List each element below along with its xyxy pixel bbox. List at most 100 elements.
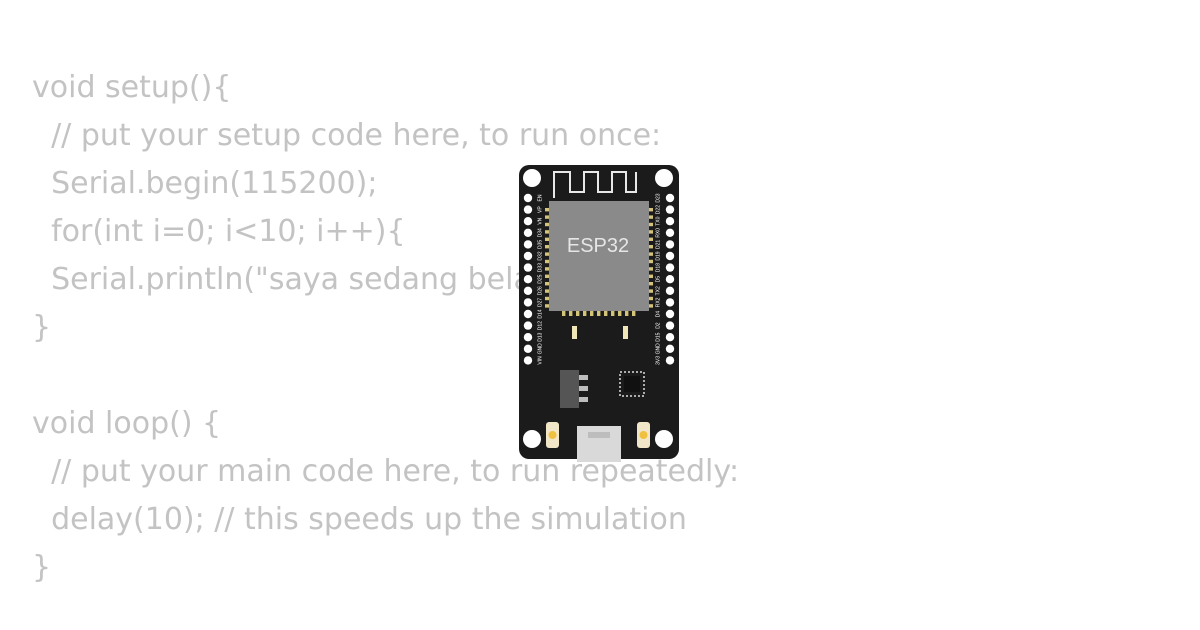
chip-pad: [545, 252, 549, 256]
pin-label: TX0: [655, 216, 661, 225]
header-pin-rx0[interactable]: [665, 228, 675, 237]
header-pin-en[interactable]: [523, 193, 533, 203]
pin-label: D5: [655, 276, 661, 283]
pin-label: D23: [655, 193, 661, 202]
header-pin-rx2[interactable]: [665, 298, 675, 307]
pin-label: GND: [537, 343, 543, 355]
chip-pad: [649, 289, 653, 293]
header-pin-d25[interactable]: [523, 275, 533, 284]
resistor-icon: [572, 326, 577, 339]
chip-pad: [545, 304, 549, 308]
header-pin-tx0[interactable]: [665, 217, 675, 226]
code-line: void setup(){: [32, 70, 232, 105]
chip-pad: [545, 296, 549, 301]
chip-pad: [632, 311, 636, 316]
header-pin-d27[interactable]: [523, 298, 533, 307]
chip-pad: [576, 311, 580, 316]
pin-label: D22: [655, 205, 661, 214]
chip-pad: [649, 267, 653, 271]
chip-pad: [569, 311, 573, 316]
header-pin-d22[interactable]: [665, 205, 675, 214]
chip-pad: [649, 252, 653, 256]
voltage-regulator-icon: [560, 370, 579, 408]
chip-pad: [545, 289, 549, 293]
pin-label: D13: [537, 332, 543, 341]
chip-pad: [545, 259, 549, 264]
code-line: void loop() {: [32, 406, 222, 441]
pin-label: D21: [655, 240, 661, 249]
pin-label: RX0: [655, 228, 661, 238]
header-pin-d12[interactable]: [523, 321, 533, 330]
pin-label: GND: [655, 343, 661, 355]
header-pin-d13[interactable]: [523, 333, 533, 342]
header-pin-vn[interactable]: [523, 217, 533, 226]
code-line: // put your setup code here, to run once…: [32, 118, 662, 153]
chip-pad: [545, 274, 549, 278]
chip-pad: [611, 311, 615, 316]
chip-pad: [649, 274, 653, 278]
header-pin-tx2[interactable]: [665, 286, 675, 295]
mounting-hole-icon: [523, 169, 541, 187]
pin-label: RX2: [655, 297, 661, 307]
boot-button-icon: [637, 422, 650, 448]
header-pin-d2[interactable]: [665, 321, 675, 330]
chip-pad: [649, 304, 653, 308]
mounting-hole-icon: [655, 169, 673, 187]
header-pin-d18[interactable]: [665, 263, 675, 272]
chip-pad: [649, 208, 653, 212]
header-pin-d15[interactable]: [665, 333, 675, 342]
pin-label: D35: [537, 240, 543, 249]
header-pin-d21[interactable]: [665, 240, 675, 249]
chip-pad: [545, 245, 549, 249]
chip-pad: [649, 245, 653, 249]
header-pin-d4[interactable]: [665, 309, 675, 319]
pin-label: D33: [537, 263, 543, 272]
pin-label: D12: [537, 321, 543, 330]
header-pin-d32[interactable]: [523, 251, 533, 261]
header-pin-d19[interactable]: [665, 251, 675, 261]
header-pin-d26[interactable]: [523, 286, 533, 295]
code-line: delay(10); // this speeds up the simulat…: [32, 502, 687, 537]
chip-pad: [545, 282, 549, 286]
chip-pad: [649, 222, 653, 227]
pin-label: D15: [655, 332, 661, 341]
header-pin-gnd[interactable]: [665, 344, 675, 353]
chip-pad: [649, 230, 653, 234]
mounting-hole-icon: [655, 430, 673, 448]
pin-label: VP: [537, 206, 543, 213]
header-pin-d35[interactable]: [523, 240, 533, 249]
code-line: Serial.begin(115200);: [32, 166, 378, 201]
header-pin-d34[interactable]: [523, 228, 533, 237]
pin-label: D27: [537, 298, 543, 307]
pin-label: D4: [655, 311, 661, 318]
chip-pad: [545, 230, 549, 234]
header-pin-d23[interactable]: [665, 193, 675, 203]
chip-pad: [545, 237, 549, 241]
mounting-hole-icon: [523, 430, 541, 448]
header-pin-3v3[interactable]: [665, 356, 675, 365]
header-pin-vp[interactable]: [523, 205, 533, 214]
header-pins: ENVPVND34D35D32D33D25D26D27D14D12D13GNDV…: [523, 193, 675, 365]
pin-label: VIN: [537, 356, 543, 365]
pin-label: D34: [537, 228, 543, 237]
pin-label: 3V3: [655, 356, 661, 365]
pin-label: EN: [537, 194, 543, 201]
header-pin-d14[interactable]: [523, 309, 533, 319]
pin-label: D19: [655, 251, 661, 260]
en-button-icon: [546, 422, 559, 448]
esp32-module-chip: [549, 201, 649, 311]
chip-pads: [545, 208, 653, 316]
code-line: }: [32, 310, 52, 345]
pin-label: D32: [537, 251, 543, 260]
header-pin-d33[interactable]: [523, 263, 533, 272]
header-pin-gnd[interactable]: [523, 344, 533, 353]
code-line: Serial.println("saya sedang belaj: [32, 262, 541, 297]
pin-label: D25: [537, 274, 543, 283]
header-pin-d5[interactable]: [665, 275, 675, 284]
pin-label: D14: [537, 309, 543, 318]
chip-pad: [545, 267, 549, 271]
chip-pad: [545, 208, 549, 212]
header-pin-vin[interactable]: [523, 356, 533, 365]
